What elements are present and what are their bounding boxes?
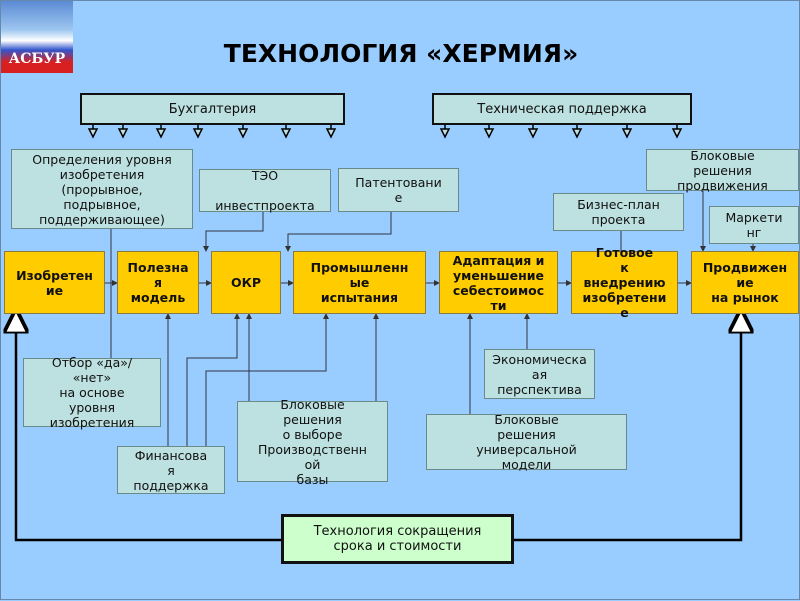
economic-outlook-box: Экономическа ая перспектива [484, 349, 595, 399]
patenting-box: Патентовани е [338, 168, 459, 212]
stage-adaptation: Адаптация и уменьшение себестоимос ти [439, 251, 558, 314]
stage-rnd: ОКР [211, 251, 281, 314]
down-arrow-icon [527, 125, 539, 139]
tech-support-box: Техническая поддержка [432, 93, 692, 125]
logo-text: АСБУР [8, 51, 66, 67]
stage-industrial-tests: Промышленн ые испытания [293, 251, 426, 314]
marketing-box: Маркети нг [709, 206, 799, 244]
down-arrow-icon [117, 125, 129, 139]
tech-reduction-box: Технология сокращения срока и стоимости [281, 514, 514, 564]
asbur-logo: АСБУР [1, 1, 73, 73]
down-arrow-icon [325, 125, 337, 139]
down-arrow-icon [571, 125, 583, 139]
down-arrow-icon [483, 125, 495, 139]
down-arrow-icon [671, 125, 683, 139]
selection-box: Отбор «да»/ «нет» на основе уровня изобр… [23, 355, 161, 430]
down-arrow-icon [280, 125, 292, 139]
down-arrow-icon [87, 125, 99, 139]
stage-utility-model: Полезна я модель [117, 251, 199, 314]
stage-invention: Изобретен ие [4, 251, 105, 314]
stage-ready-invention: Готовое к внедрению изобретени е [571, 245, 678, 320]
down-arrow-icon [192, 125, 204, 139]
financial-support-box: Финансова я поддержка [117, 446, 225, 494]
feasibility-study-box: ТЭО инвестпроекта [199, 168, 331, 213]
down-arrow-icon [621, 125, 633, 139]
page-title: ТЕХНОЛОГИЯ «ХЕРМИЯ» [223, 39, 579, 68]
production-blocks-box: Блоковые решения о выборе Производственн… [237, 397, 388, 487]
universal-model-blocks-box: Блоковые решения универсальной модели [426, 412, 627, 472]
down-arrow-icon [439, 125, 451, 139]
business-plan-box: Бизнес-план проекта [553, 193, 684, 231]
down-arrow-icon [237, 125, 249, 139]
promotion-blocks-box: Блоковые решения продвижения [646, 148, 799, 193]
stage-market-promotion: Продвижен ие на рынок [691, 251, 799, 314]
invention-level-box: Определения уровня изобретения (прорывно… [11, 149, 193, 229]
accounting-box: Бухгалтерия [80, 93, 345, 125]
down-arrow-icon [155, 125, 167, 139]
